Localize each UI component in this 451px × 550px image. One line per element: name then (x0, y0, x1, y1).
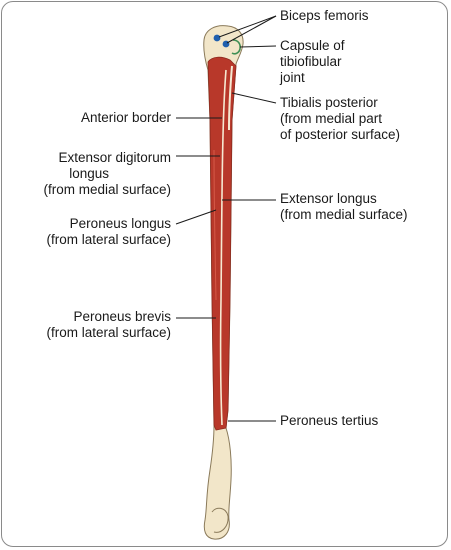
label-line: (from lateral surface) (46, 325, 171, 340)
capsule-attachment (231, 39, 241, 55)
label-line: longus (69, 166, 109, 181)
label-extensor-digitorum: Extensor digitorum longus (from medial s… (43, 150, 171, 198)
label-anterior-border: Anterior border (81, 110, 171, 126)
label-line: Peroneus longus (69, 216, 171, 231)
label-line: Extensor longus (280, 191, 377, 206)
label-tibialis-posterior: Tibialis posterior (from medial part of … (280, 95, 400, 143)
label-biceps-femoris: Biceps femoris (280, 8, 369, 24)
leader-line (218, 15, 277, 38)
leader-line (226, 15, 277, 44)
label-capsule: Capsule of tibiofibular joint (280, 38, 345, 86)
label-line: tibiofibular (280, 54, 342, 69)
interosseous-line (219, 69, 227, 426)
leader-line (231, 92, 277, 104)
label-line: Anterior border (80, 110, 171, 125)
label-peroneus-tertius: Peroneus tertius (280, 413, 378, 429)
label-line: Peroneus brevis (73, 309, 171, 324)
label-line: Extensor digitorum (58, 150, 171, 165)
label-peroneus-longus: Peroneus longus (from lateral surface) (46, 216, 171, 248)
biceps-attachment-dot (213, 34, 221, 42)
leader-line (175, 209, 217, 225)
label-line: (from lateral surface) (46, 232, 171, 247)
label-line: Tibialis posterior (280, 95, 378, 110)
lateral-line (213, 149, 217, 301)
label-line: (from medial part (280, 111, 383, 126)
label-line: (from medial surface) (43, 182, 171, 197)
posterior-line (228, 65, 233, 131)
label-line: (from medial surface) (280, 207, 408, 222)
leader-line (239, 45, 277, 48)
label-extensor-longus: Extensor longus (from medial surface) (280, 191, 408, 223)
label-line: of posterior surface) (280, 127, 401, 142)
label-line: Biceps femoris (280, 8, 369, 23)
label-line: joint (280, 70, 305, 85)
label-line: Peroneus tertius (280, 413, 379, 428)
label-peroneus-brevis: Peroneus brevis (from lateral surface) (46, 309, 171, 341)
lateral-malleolus (211, 507, 229, 533)
biceps-attachment-dot (222, 40, 230, 48)
label-line: Capsule of (280, 38, 345, 53)
